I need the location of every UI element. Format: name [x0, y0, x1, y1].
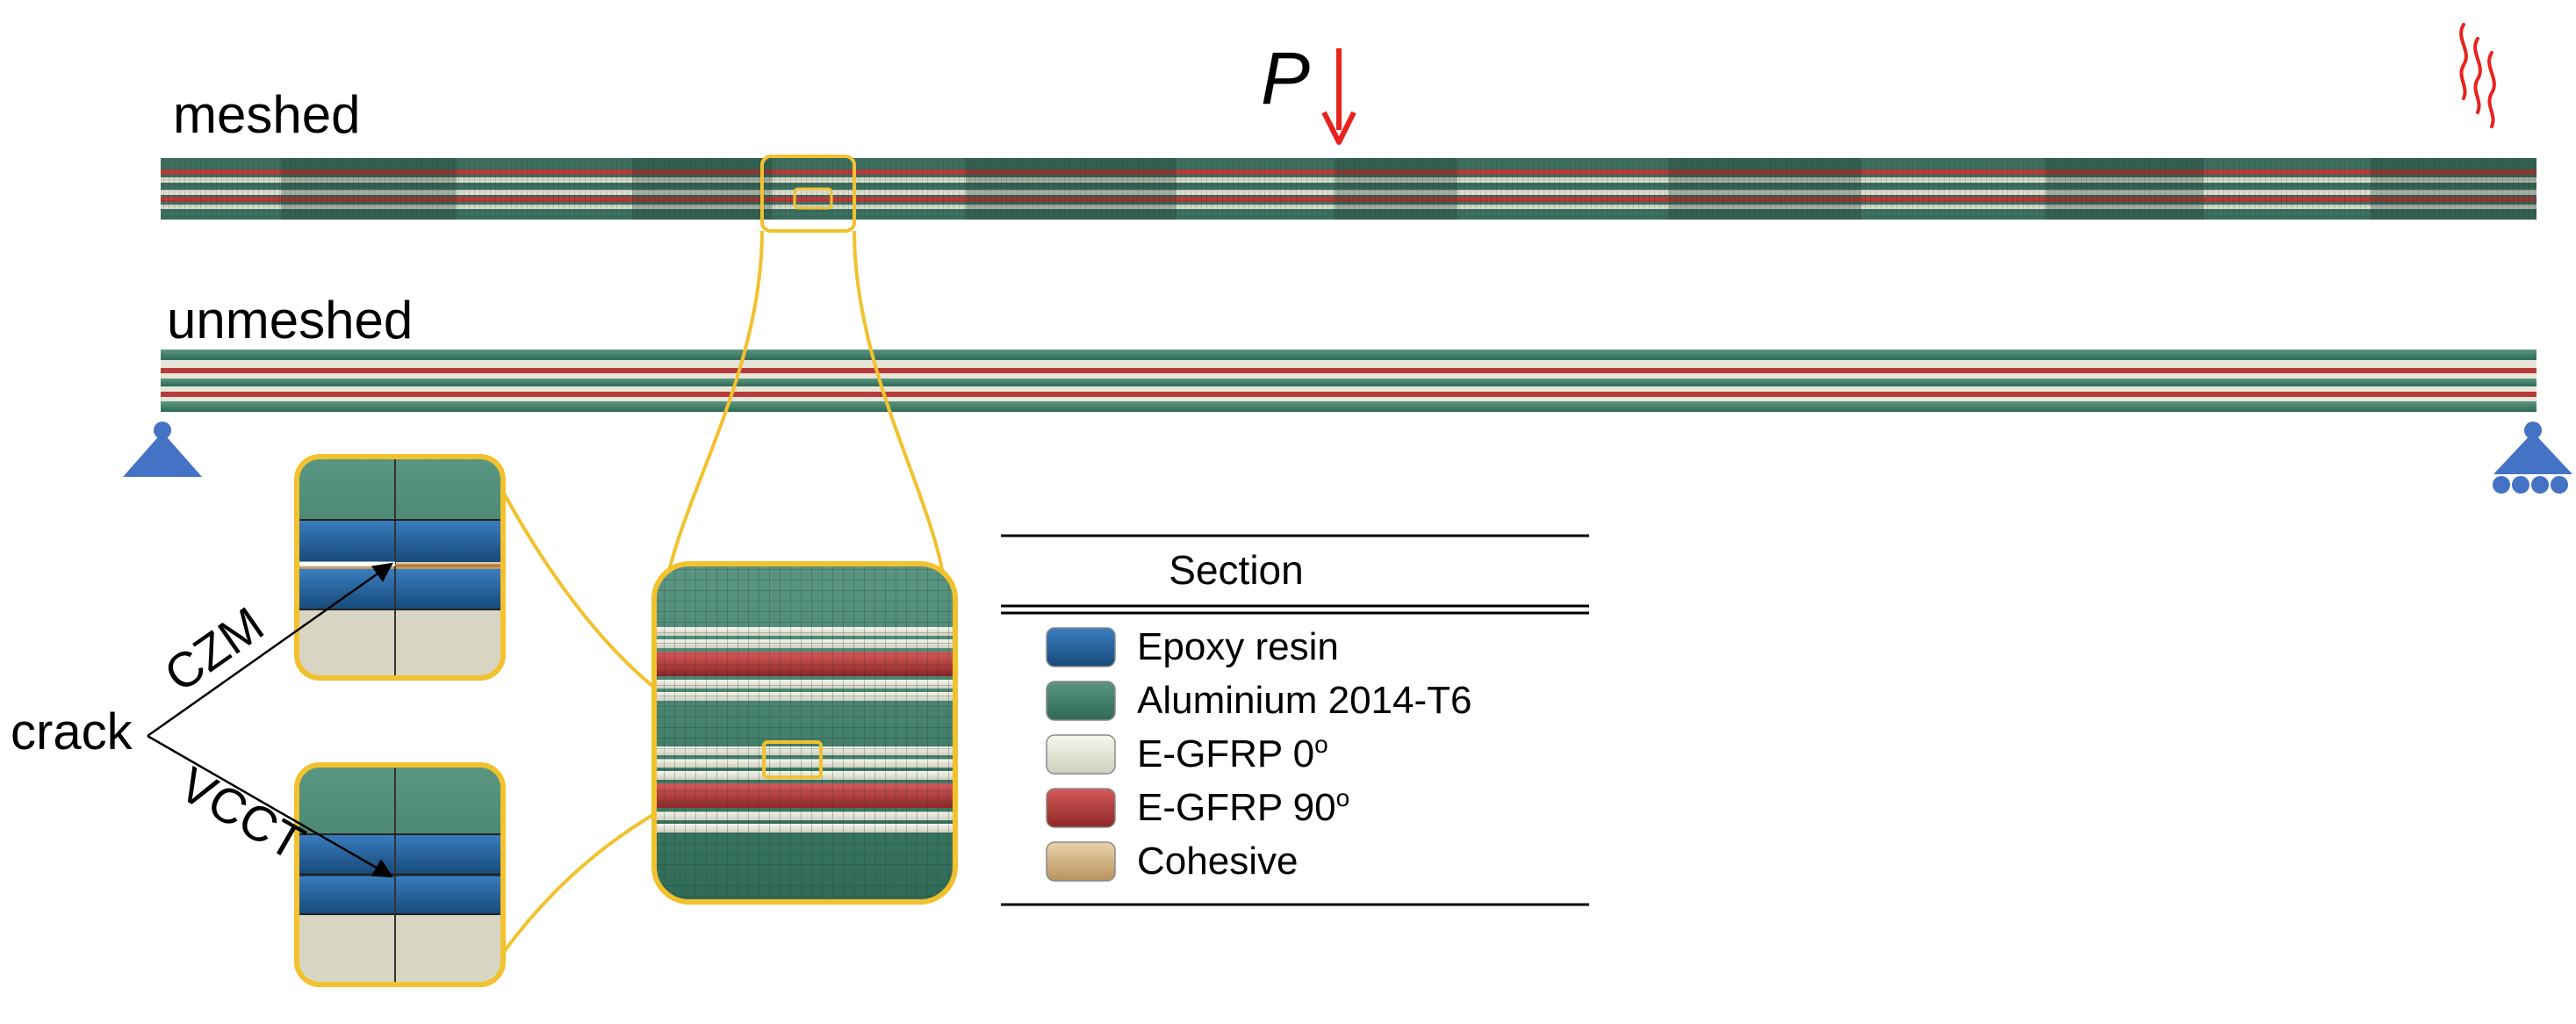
legend-item-superscript: o	[1314, 731, 1328, 758]
unmeshed-label: unmeshed	[167, 291, 413, 350]
vcct-label: VCCT	[170, 756, 314, 871]
legend-swatch	[1046, 734, 1116, 775]
legend-item-label: E-GFRP 0o	[1137, 731, 1328, 775]
unmeshed-beam	[161, 350, 2536, 412]
legend-item-label: Cohesive	[1137, 840, 1298, 883]
legend-swatch	[1046, 788, 1116, 828]
meshed-label: meshed	[173, 85, 360, 144]
roller-support-icon	[2493, 422, 2572, 494]
legend-header: Section	[1169, 547, 1303, 593]
zoom-inner-box	[762, 740, 823, 779]
legend-item: E-GFRP 0o	[1046, 731, 1328, 775]
czm-arrow	[147, 562, 393, 738]
legend-item-label: Epoxy resin	[1137, 625, 1339, 668]
crack-label: crack	[11, 703, 133, 761]
pin-support-icon	[123, 422, 202, 477]
heat-wave-icon	[2459, 23, 2496, 128]
legend-item: E-GFRP 90o	[1046, 784, 1349, 829]
legend-item: Cohesive	[1046, 840, 1298, 883]
legend-swatch	[1046, 841, 1116, 882]
zoom-source-box	[760, 155, 856, 233]
czm-label: CZM	[155, 596, 273, 703]
czm-detail-panel	[297, 457, 503, 678]
vcct-detail-panel	[297, 765, 503, 984]
load-label: P	[1261, 37, 1310, 119]
legend-item-superscript: o	[1336, 784, 1350, 811]
meshed-beam	[161, 158, 2536, 220]
legend-item: Epoxy resin	[1046, 625, 1339, 668]
down-arrow-icon	[1321, 48, 1356, 145]
legend-swatch	[1046, 627, 1116, 667]
zoom-detail-panel	[654, 564, 955, 902]
vcct-arrow	[147, 734, 393, 878]
legend-swatch	[1046, 681, 1116, 721]
legend-item-label: Aluminium 2014-T6	[1137, 679, 1472, 722]
legend-item: Aluminium 2014-T6	[1046, 679, 1472, 722]
legend-item-label: E-GFRP 90o	[1137, 784, 1349, 829]
